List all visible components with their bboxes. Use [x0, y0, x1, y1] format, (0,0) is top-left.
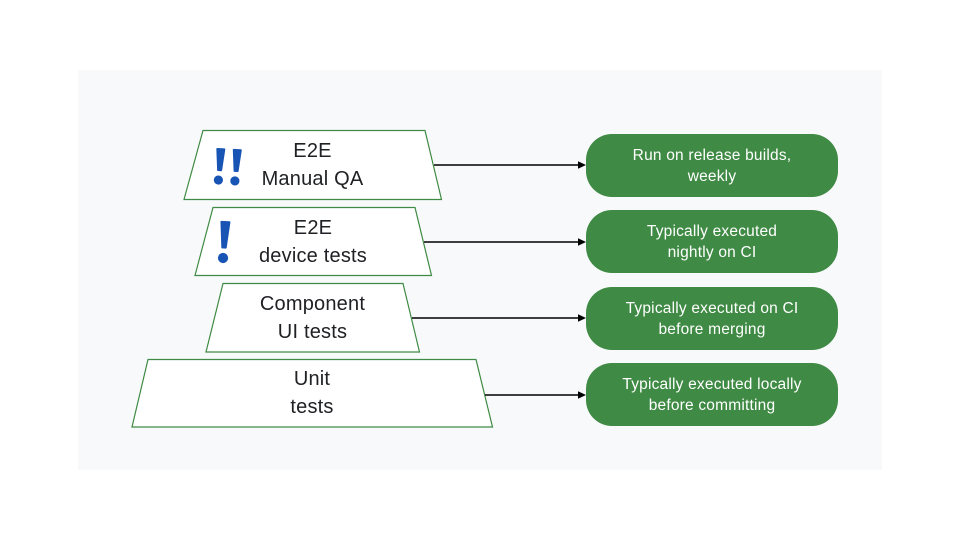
note-line: Typically executed: [646, 222, 778, 240]
test-pyramid-diagram: [131, 129, 586, 428]
label-line: Unit: [293, 368, 331, 390]
note-component-ui-tests: Typically executed on CI before merging: [586, 287, 838, 350]
exclamation-icon: [217, 220, 231, 264]
note-e2e-device-tests: Typically executed nightly on CI: [586, 210, 838, 273]
note-line: before merging: [658, 320, 766, 338]
diagram-panel: E2E Manual QA E2E device tests Component…: [78, 70, 882, 470]
note-line: Typically executed on CI: [625, 299, 799, 317]
trapezoid-e2e-device-tests: [194, 206, 433, 277]
note-line: before committing: [648, 396, 776, 414]
note-e2e-manual-qa: Run on release builds, weekly: [586, 134, 838, 197]
label-unit-tests: Unit tests: [132, 359, 492, 427]
label-line: E2E: [293, 216, 333, 239]
arrow-unit-tests: [485, 391, 586, 399]
label-line: Component: [259, 292, 366, 315]
trapezoid-unit-tests: [131, 358, 494, 428]
label-line: device tests: [258, 244, 367, 267]
label-line: UI tests: [277, 320, 348, 343]
double-exclamation-icon: [213, 147, 242, 186]
label-e2e-manual-qa: E2E Manual QA: [184, 130, 441, 200]
label-line: Manual QA: [261, 168, 364, 190]
arrow-e2e-manual-qa: [434, 161, 586, 169]
label-line: E2E: [293, 140, 332, 162]
arrow-e2e-device-tests: [424, 238, 586, 246]
note-line: Typically executed locally: [622, 375, 802, 393]
note-line: nightly on CI: [667, 243, 757, 261]
note-unit-tests: Typically executed locally before commit…: [586, 363, 838, 426]
label-component-ui-tests: Component UI tests: [206, 283, 419, 352]
label-line: tests: [290, 396, 334, 418]
trapezoid-e2e-manual-qa: [183, 129, 443, 201]
label-e2e-device-tests: E2E device tests: [195, 207, 431, 276]
arrow-component-ui-tests: [412, 314, 586, 322]
note-line: Run on release builds,: [632, 146, 792, 164]
note-line: weekly: [687, 167, 737, 185]
trapezoid-component-ui-tests: [205, 282, 421, 353]
